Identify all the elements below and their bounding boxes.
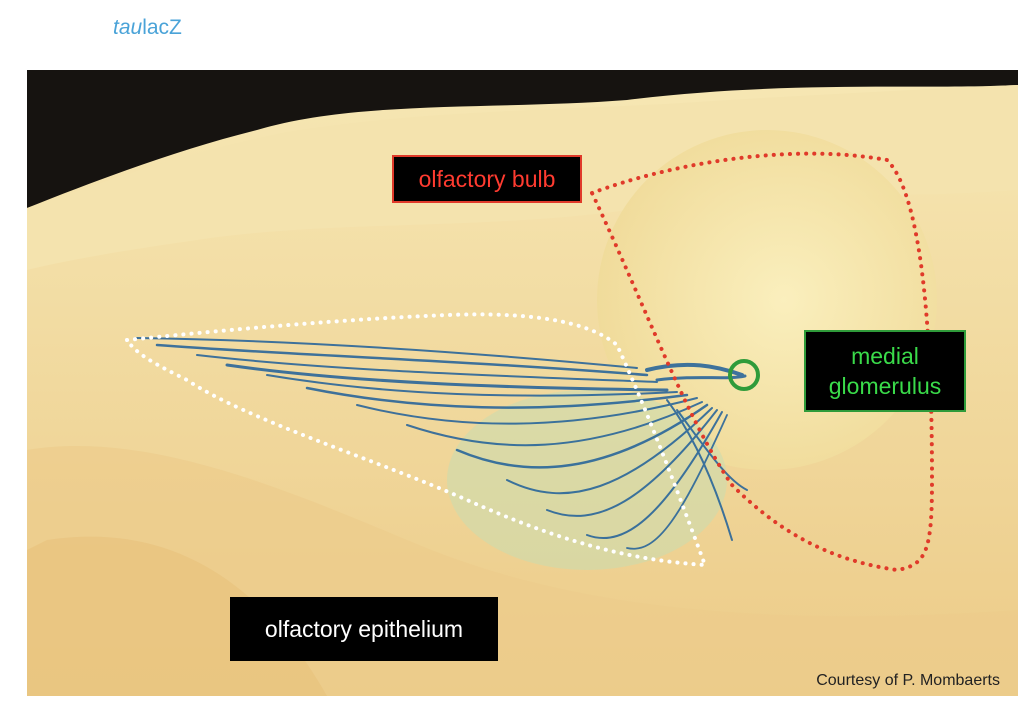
title-rest: lacZ (142, 16, 182, 39)
title-italic: tau (113, 16, 143, 39)
dark-background (27, 70, 1018, 208)
olfactory-bulb-label: olfactory bulb (392, 155, 582, 203)
medial-glomerulus-label: medial glomerulus (804, 330, 966, 412)
stained-axons (136, 337, 748, 550)
medial-glomerulus-line2: glomerulus (828, 373, 942, 399)
photo-credit: Courtesy of P. Mombaerts (816, 672, 1000, 689)
medial-glomerulus-line1: medial (851, 343, 919, 369)
olfactory-bulb-outline (589, 151, 935, 573)
tissue-photo: olfactory bulb medial glomerulus olfacto… (27, 70, 1018, 696)
medial-glomerulus-marker (728, 359, 760, 391)
olfactory-epithelium-label: olfactory epithelium (230, 597, 498, 661)
stain-haze (447, 390, 727, 570)
slide-title: taulacZ (113, 16, 182, 40)
epithelium-outline (123, 312, 708, 568)
